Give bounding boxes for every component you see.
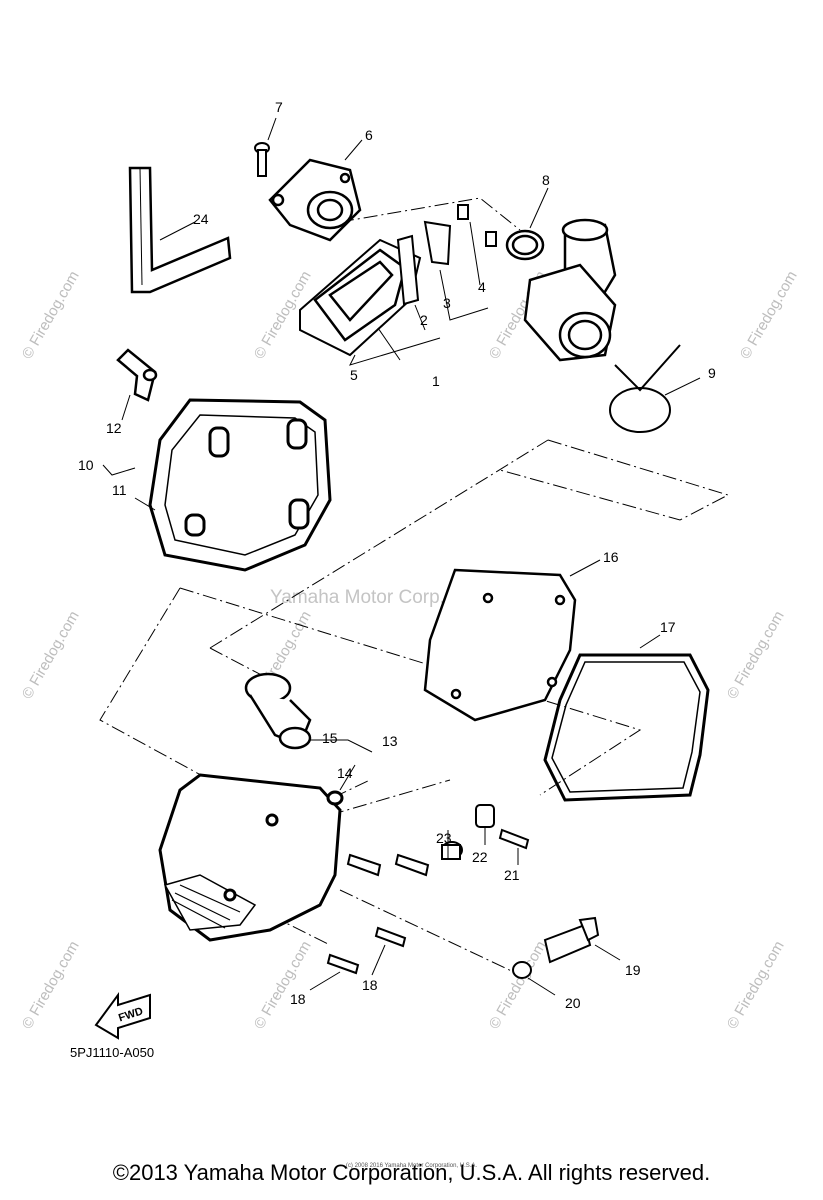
callout-12: 12 [106,420,122,436]
callout-6: 6 [365,127,373,143]
watermark-row3-1: © Firedog.com [19,938,83,1032]
part-6-joint [268,158,362,242]
part-17-seal [543,653,710,802]
callout-3: 3 [443,295,451,311]
watermark-row3-3: © Firedog.com [486,938,550,1032]
footer-copyright: ©2013 Yamaha Motor Corporation, U.S.A. A… [112,1160,711,1185]
footer-fine-print: (c) 2008 2016 Yamaha Motor Corporation, … [345,1163,478,1169]
part-24-tube [128,166,232,294]
part-8-clamp [505,229,545,261]
callout-8: 8 [542,172,550,188]
callout-4: 4 [478,279,486,295]
part-1-reed-valve [313,248,407,342]
watermark-row3-4: © Firedog.com [724,938,788,1032]
part-4-bolt [457,204,497,247]
callout-5: 5 [350,367,358,383]
part-12-joint [116,348,158,402]
callout-14: 14 [337,765,353,781]
part-20-nut [512,961,532,979]
callout-7: 7 [275,99,283,115]
part-19-pipe [543,916,600,964]
callout-2: 2 [420,312,428,328]
watermark-row2-4: © Firedog.com [724,608,788,702]
callout-labels: 1 2 3 4 5 6 7 8 9 10 11 12 13 14 15 16 1… [78,99,716,1011]
part-23-collar [441,841,463,860]
watermark-row2-1: © Firedog.com [19,608,83,702]
part-22-bushing [475,804,495,828]
part-16-plate [423,568,577,722]
watermark-row3-2: © Firedog.com [251,938,315,1032]
watermark-left: © Firedog.com [19,268,83,362]
callout-16: 16 [603,549,619,565]
callout-1: 1 [432,373,440,389]
part-11-case [148,398,332,572]
part-15-hose [244,672,312,750]
callout-9: 9 [708,365,716,381]
callout-10: 10 [78,457,94,473]
callout-24: 24 [193,211,209,227]
carburetor-body [523,218,617,362]
part-3-plate [423,220,452,266]
callout-11: 11 [112,482,127,498]
screw-set [326,828,530,975]
callout-15: 15 [322,730,338,746]
callout-21: 21 [504,867,520,883]
callout-18a: 18 [290,991,306,1007]
part-7-screw [254,142,270,177]
part-9-ring [609,344,681,433]
callout-20: 20 [565,995,581,1011]
part-2-plate [396,234,420,306]
fwd-arrow-icon: FWD [94,991,151,1040]
part-code: 5PJ1110-A050 [70,1045,154,1060]
part-13-case [158,773,344,942]
callout-17: 17 [660,619,676,635]
reed-bracket-lines [349,221,489,366]
callout-18b: 18 [362,977,378,993]
callout-23: 23 [436,830,452,846]
callout-22: 22 [472,849,488,865]
callout-19: 19 [625,962,641,978]
callout-13: 13 [382,733,398,749]
watermark-right-top: © Firedog.com [737,268,801,362]
